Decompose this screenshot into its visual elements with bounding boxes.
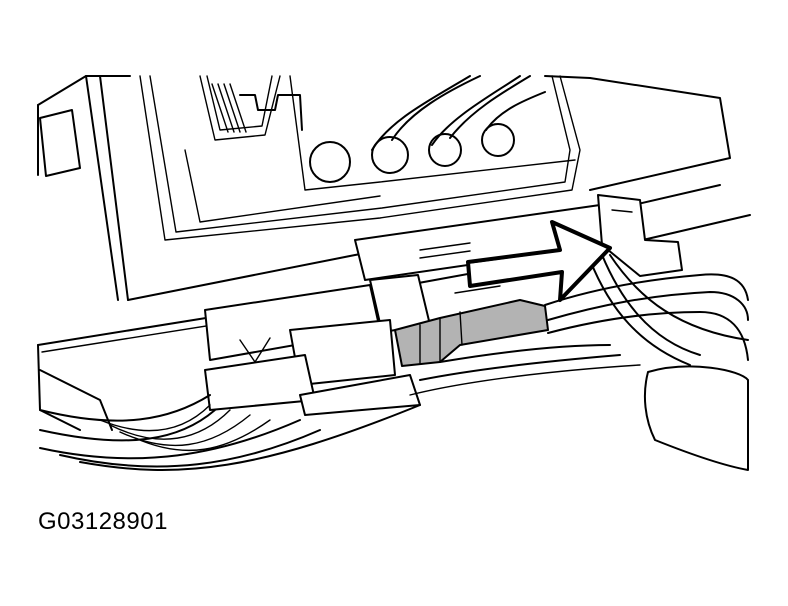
figure-id-label: G03128901 (38, 508, 168, 535)
wiring-harness (39, 194, 749, 471)
connector-blocks (204, 204, 606, 416)
highlighted-connector (394, 299, 549, 367)
module-housing (37, 75, 731, 301)
arrow-right-icon (466, 220, 612, 302)
